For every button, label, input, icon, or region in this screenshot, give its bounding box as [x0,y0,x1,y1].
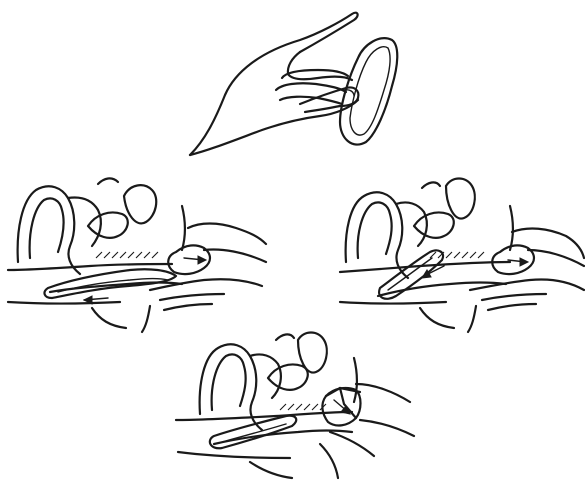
panel-checking-position [176,333,414,479]
panel-pushing-into-place [340,179,584,333]
panel-fold-diaphragm [190,13,397,155]
panel-insertion [8,178,266,332]
